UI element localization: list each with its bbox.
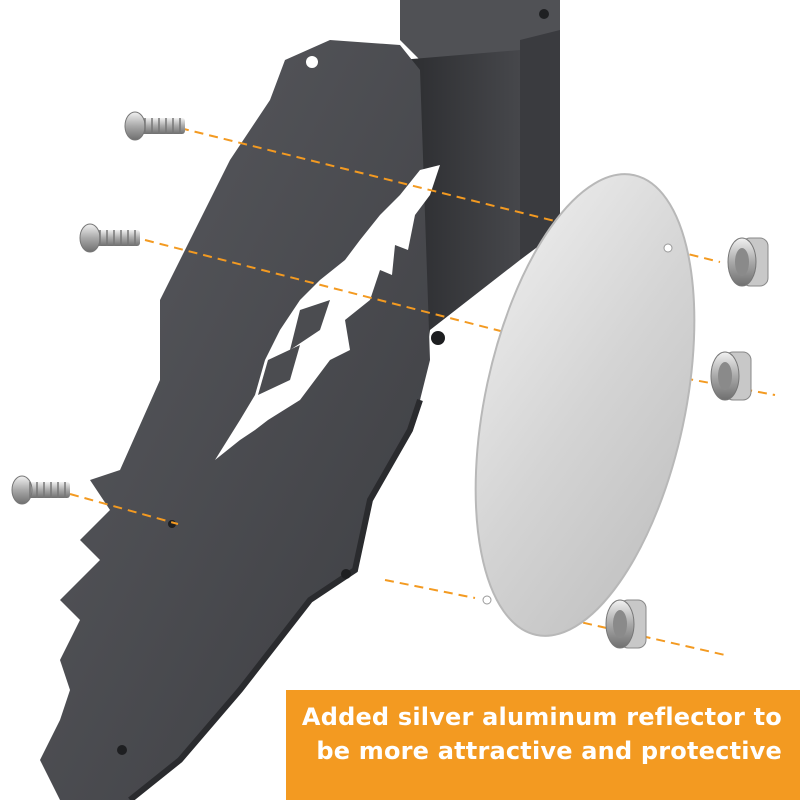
guide-line-2 <box>144 239 521 337</box>
caption-line-1: Added silver aluminum reflector to <box>301 703 782 731</box>
guide-line-1 <box>179 127 721 263</box>
logo-icon <box>215 165 440 460</box>
screw-3 <box>11 475 70 505</box>
aluminum-reflector <box>474 173 696 637</box>
license-plate-mount <box>40 40 430 800</box>
plate-side-flange <box>400 50 520 400</box>
guide-line-4 <box>69 493 179 525</box>
screw-2 <box>79 223 140 253</box>
guide-line-5 <box>384 579 476 599</box>
nut-3 <box>605 599 647 649</box>
caption-banner: Added silver aluminum reflector to be mo… <box>286 690 800 800</box>
screw-1 <box>124 111 185 141</box>
caption-line-2: be more attractive and protective <box>316 737 782 765</box>
caption-text: Added silver aluminum reflector to be mo… <box>302 700 782 768</box>
nut-1 <box>727 237 769 287</box>
nut-2 <box>710 351 752 401</box>
